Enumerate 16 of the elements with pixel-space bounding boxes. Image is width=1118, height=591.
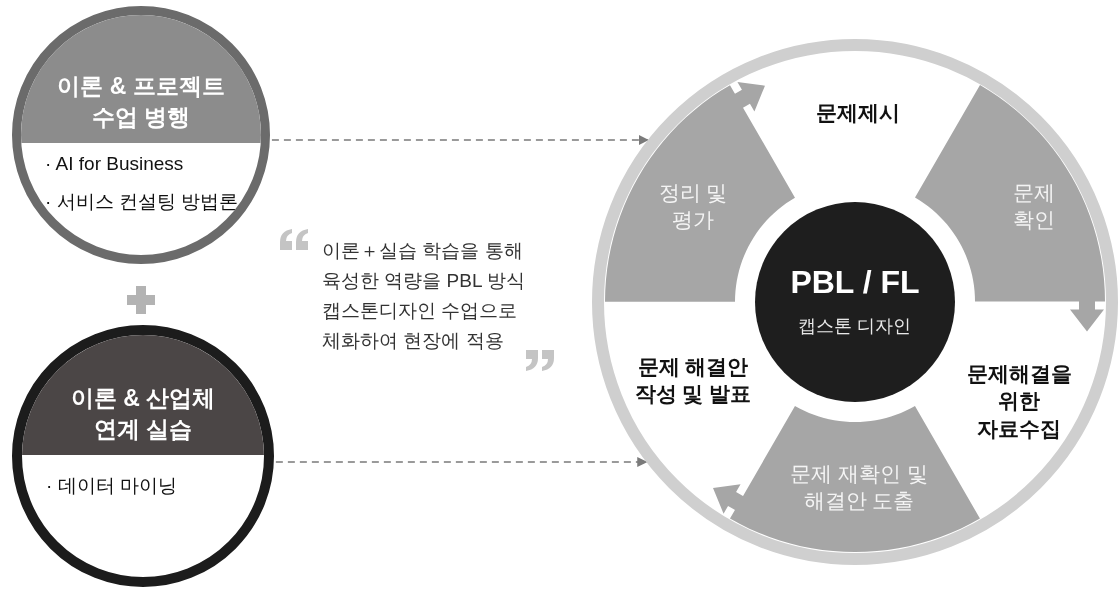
step-label: 문제 확인	[1004, 178, 1064, 234]
list-item: · AI for Business	[45, 153, 184, 175]
dashed-arrow	[271, 135, 649, 145]
hub-subtitle: 캡스톤 디자인	[798, 315, 912, 339]
circle-heading: 이론 & 프로젝트 수업 병행	[21, 15, 261, 143]
circle-heading: 이론 & 산업체 연계 실습	[22, 335, 264, 455]
step-label: 문제 해결안 작성 및 발표	[623, 352, 763, 408]
list-item: · 데이터 마이닝	[46, 474, 177, 498]
hub-title: PBL / FL	[790, 263, 920, 303]
step-label: 문제해결을 위한 자료수집	[956, 360, 1082, 442]
list-item: · 서비스 컨설팅 방법론	[45, 190, 239, 214]
step-label: 정리 및 평가	[655, 178, 731, 234]
step-label: 문제 재확인 및 해결안 도출	[784, 459, 934, 515]
dashed-arrow	[275, 457, 648, 467]
quote-text: 이론＋실습 학습을 통해 육성한 역량을 PBL 방식 캡스톤디자인 수업으로 체화하여 현장에 적용	[322, 239, 527, 353]
step-label: 문제제시	[788, 99, 928, 127]
